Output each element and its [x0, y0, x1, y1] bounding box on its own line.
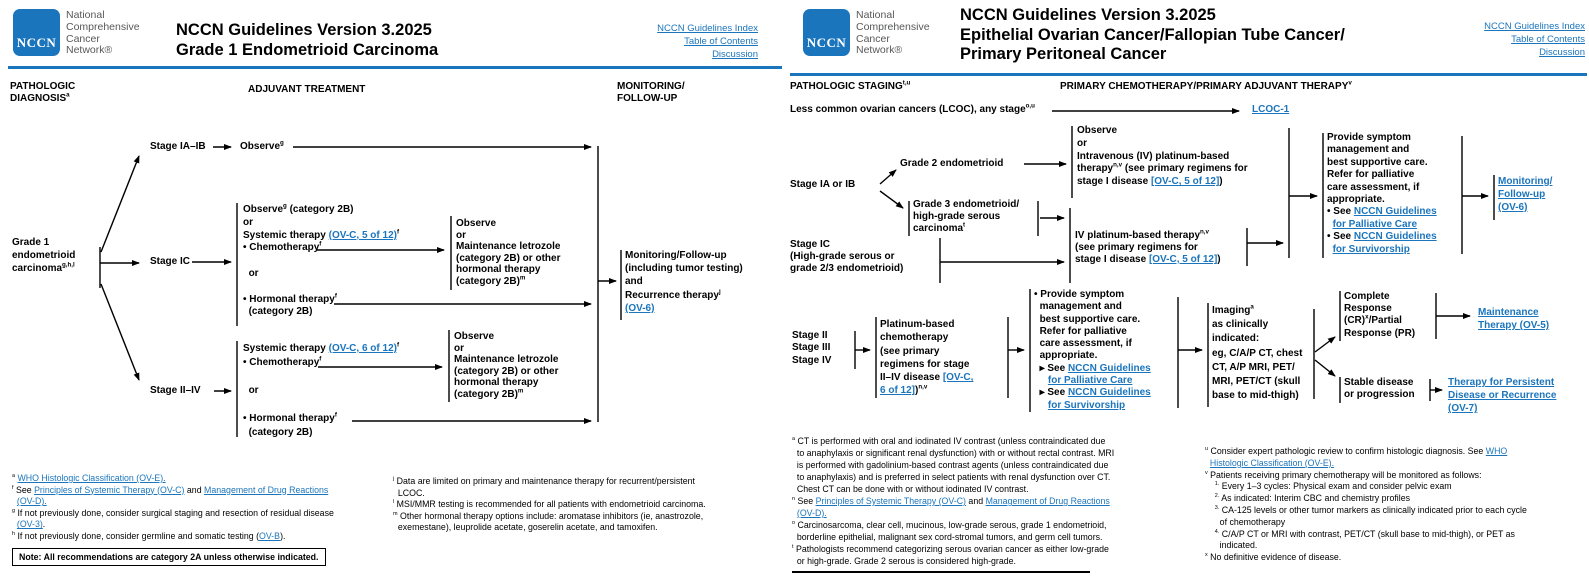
- column-header-adjuvant-treatment: ADJUVANT TREATMENT: [248, 84, 366, 95]
- inline-link[interactable]: [OV-C,: [942, 372, 974, 384]
- inline-link[interactable]: Maintenance: [1478, 307, 1539, 318]
- node-lcoc: Less common ovarian cancers (LCOC), any …: [790, 102, 1035, 115]
- inline-link[interactable]: WHO: [1485, 446, 1508, 456]
- header-rule: [790, 73, 1587, 76]
- footnotes-left-column: a WHO Histologic Classification (OV-E).f…: [12, 473, 334, 541]
- nav-discussion-link[interactable]: Discussion: [712, 49, 758, 60]
- inline-link[interactable]: Principles of Systemic Therapy (OV-C): [815, 496, 966, 506]
- node-observe: Observeg: [240, 139, 284, 152]
- inline-link[interactable]: (OV-6): [1498, 202, 1528, 213]
- node-monitoring-followup: Monitoring/Follow-up(including tumor tes…: [625, 250, 743, 314]
- nav-guidelines-index-link[interactable]: NCCN Guidelines Index: [657, 23, 758, 34]
- inline-link[interactable]: Monitoring/: [1498, 176, 1553, 187]
- header-nav: NCCN Guidelines Index Table of Contents …: [1484, 20, 1585, 59]
- inline-link[interactable]: Therapy for Persistent: [1448, 377, 1555, 388]
- inline-link[interactable]: for Palliative Care: [1332, 218, 1418, 230]
- flow-connectors-svg: [792, 108, 1495, 573]
- node-iv-platinum-therapy: IV platinum-based therapyn,v(see primary…: [1075, 228, 1221, 265]
- nccn-logo: NCCN: [13, 9, 60, 56]
- nccn-logo: NCCN: [803, 9, 850, 56]
- lcoc-1-link[interactable]: LCOC-1: [1252, 104, 1289, 117]
- inline-link[interactable]: Histologic Classification (OV-E).: [1209, 457, 1335, 468]
- inline-link[interactable]: Management of Drug Reactions: [985, 496, 1110, 506]
- node-stage-ia-or-ib: Stage IA or IB: [790, 179, 856, 190]
- inline-link[interactable]: (OV-3): [16, 519, 43, 530]
- inline-link[interactable]: NCCN Guidelines: [1067, 387, 1151, 399]
- monitoring-followup-link: Monitoring/Follow-up (OV-6): [1498, 175, 1552, 214]
- inline-link[interactable]: LCOC-1: [1252, 104, 1290, 115]
- inline-link[interactable]: (OV-C, 5 of 12): [328, 229, 397, 241]
- footnotes-right-column: u Consider expert pathologic review to c…: [1205, 446, 1527, 563]
- inline-link[interactable]: Follow-up: [1498, 189, 1546, 200]
- node-stage-ia-ib: Stage IA–IB: [150, 141, 206, 152]
- inline-link[interactable]: NCCN Guidelines: [1353, 206, 1437, 218]
- inline-link[interactable]: (OV-D).: [16, 496, 47, 507]
- column-header-monitoring-followup: MONITORING/FOLLOW-UP: [617, 81, 685, 104]
- nav-table-of-contents-link[interactable]: Table of Contents: [684, 36, 758, 47]
- inline-link[interactable]: Principles of Systemic Therapy (OV-C): [34, 484, 185, 495]
- node-symptom-management-2: • Provide symptom management and best su…: [1034, 289, 1151, 411]
- header-rule: [8, 66, 782, 69]
- column-header-pathologic-staging: PATHOLOGIC STAGINGt,u: [790, 79, 911, 92]
- node-stage-ii-iv-options: Systemic therapy (OV-C, 6 of 12)f• Chemo…: [243, 341, 400, 438]
- inline-link[interactable]: NCCN Guidelines: [1353, 231, 1437, 243]
- nav-table-of-contents-link[interactable]: Table of Contents: [1511, 34, 1585, 45]
- nav-discussion-link[interactable]: Discussion: [1539, 47, 1585, 58]
- header-nav: NCCN Guidelines Index Table of Contents …: [657, 22, 758, 61]
- footnotes-left-column: a CT is performed with oral and iodinate…: [792, 436, 1115, 566]
- inline-link[interactable]: Disease or Recurrence: [1448, 390, 1557, 402]
- category-note: Note: All recommendations are category 2…: [12, 548, 326, 566]
- inline-link[interactable]: [OV-C, 5 of 12]: [1148, 254, 1218, 265]
- inline-link[interactable]: WHO Histologic Classification (OV-E).: [17, 473, 166, 483]
- node-stage-ii-iv: Stage II–IV: [150, 385, 201, 396]
- inline-link[interactable]: NCCN Guidelines: [1067, 362, 1151, 374]
- node-stage-ic: Stage IC: [150, 256, 191, 267]
- inline-link[interactable]: for Palliative Care: [1047, 375, 1133, 387]
- inline-link[interactable]: OV-B: [259, 530, 281, 541]
- inline-link[interactable]: for Survivorship: [1332, 243, 1410, 255]
- nav-guidelines-index-link[interactable]: NCCN Guidelines Index: [1484, 21, 1585, 32]
- inline-link[interactable]: (OV-6): [625, 302, 655, 314]
- column-header-primary-chemotherapy: PRIMARY CHEMOTHERAPY/PRIMARY ADJUVANT TH…: [1060, 79, 1352, 92]
- flow-connectors-svg: [99, 144, 622, 437]
- node-grade2-endometrioid: Grade 2 endometrioid: [900, 158, 1004, 169]
- footnotes-right-column: j Data are limited on primary and mainte…: [393, 476, 706, 533]
- inline-link[interactable]: (OV-7): [1448, 403, 1478, 415]
- inline-link[interactable]: [OV-C, 5 of 12]: [1150, 176, 1220, 188]
- inline-link[interactable]: 6 of 12]: [880, 385, 916, 397]
- inline-link[interactable]: Management of Drug Reactions: [204, 484, 329, 495]
- inline-link[interactable]: for Survivorship: [1047, 399, 1126, 411]
- inline-link[interactable]: (OV-D).: [796, 508, 827, 518]
- inline-link[interactable]: Therapy (OV-5): [1478, 320, 1550, 331]
- inline-link[interactable]: (OV-C, 6 of 12): [328, 343, 397, 354]
